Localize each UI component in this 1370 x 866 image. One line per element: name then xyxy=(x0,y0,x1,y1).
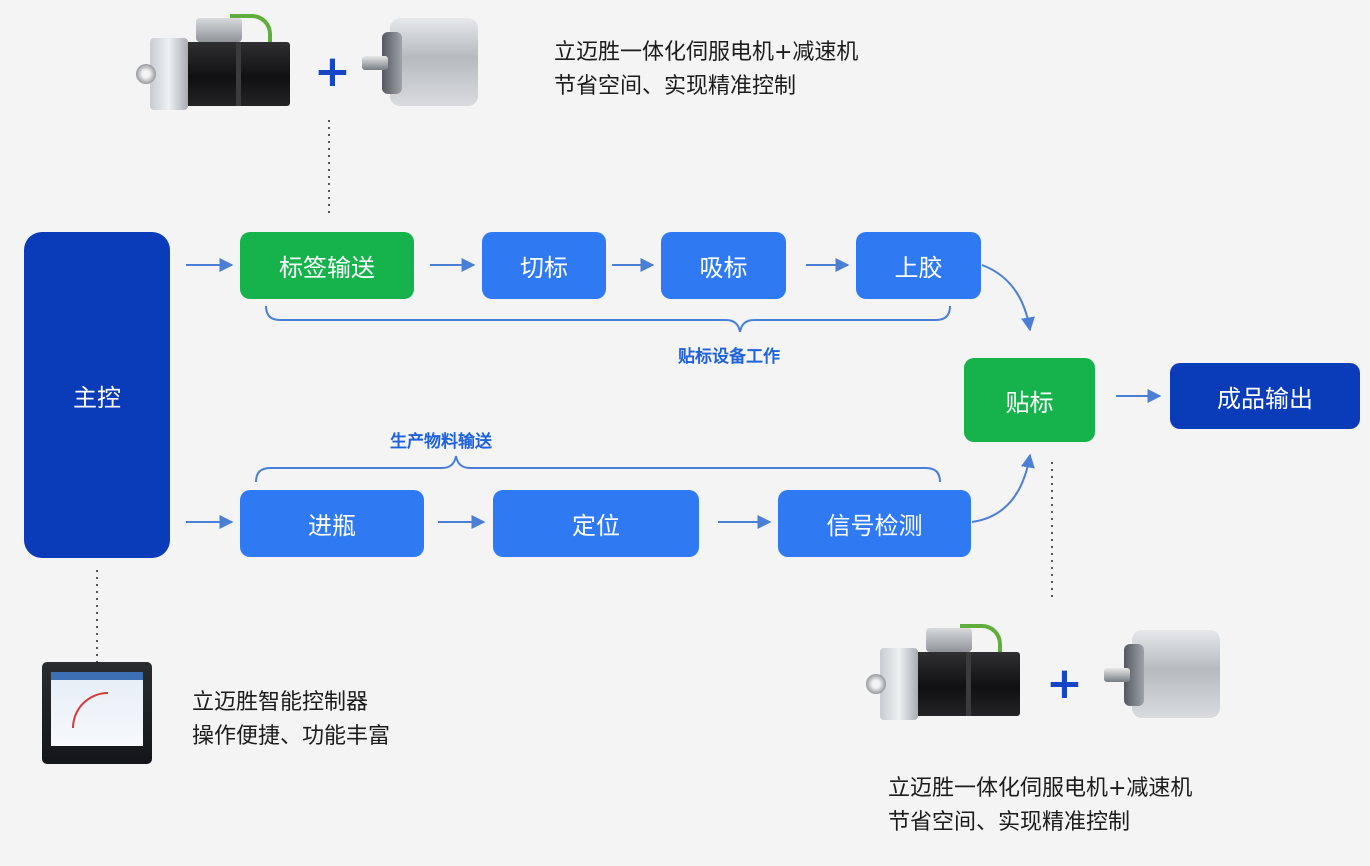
positioning-node: 定位 xyxy=(493,490,699,557)
arrow-signal-to-labeling xyxy=(971,453,1035,523)
servo-top-line2: 节省空间、实现精准控制 xyxy=(554,74,797,99)
glue-node: 上胶 xyxy=(856,232,981,299)
label-suck-node: 吸标 xyxy=(661,232,786,299)
servo-top-line1: 立迈胜一体化伺服电机+减速机 xyxy=(554,40,859,65)
label-cut-node: 切标 xyxy=(482,232,606,299)
plus-icon: + xyxy=(1046,658,1083,709)
servo-bottom-line1: 立迈胜一体化伺服电机+减速机 xyxy=(888,776,1193,801)
bracket-material-conveying xyxy=(255,455,941,483)
plus-icon: + xyxy=(314,46,351,97)
label-feed-node: 标签输送 xyxy=(240,232,414,299)
product-output-node: 成品输出 xyxy=(1170,363,1360,429)
arrow-glue-to-labeling xyxy=(981,264,1035,332)
controller-description: 立迈胜智能控制器 操作便捷、功能丰富 xyxy=(192,686,390,754)
controller-line1: 立迈胜智能控制器 xyxy=(192,690,369,715)
gear-reducer-icon xyxy=(362,12,482,112)
servo-bottom-line2: 节省空间、实现精准控制 xyxy=(888,810,1131,835)
bottle-in-node: 进瓶 xyxy=(240,490,424,557)
labeling-node: 贴标 xyxy=(964,358,1095,442)
controller-screen-icon xyxy=(42,662,152,764)
main-control-node: 主控 xyxy=(24,232,170,558)
material-conveying-caption: 生产物料输送 xyxy=(390,432,492,452)
controller-line2: 操作便捷、功能丰富 xyxy=(192,724,391,749)
labeling-equipment-caption: 贴标设备工作 xyxy=(678,347,780,367)
servo-motor-icon xyxy=(136,14,296,110)
servo-bottom-description: 立迈胜一体化伺服电机+减速机 节省空间、实现精准控制 xyxy=(888,772,1192,840)
gear-reducer-icon xyxy=(1104,624,1224,724)
servo-motor-icon xyxy=(866,624,1026,720)
signal-detect-node: 信号检测 xyxy=(778,490,971,557)
bracket-labeling-equipment xyxy=(265,305,951,333)
servo-top-description: 立迈胜一体化伺服电机+减速机 节省空间、实现精准控制 xyxy=(554,36,858,104)
